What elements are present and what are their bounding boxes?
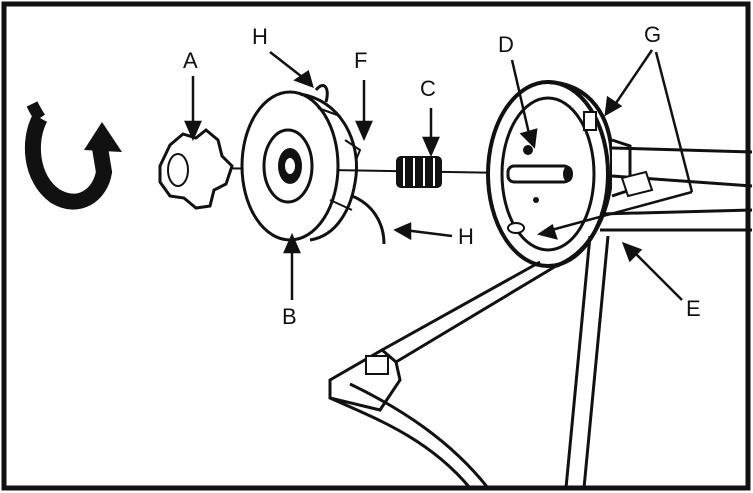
label-arrows (184, 49, 694, 301)
label-b: B (282, 304, 297, 329)
string-line-bottom (351, 194, 386, 245)
label-h-bottom: H (458, 224, 474, 249)
label-e: E (686, 296, 701, 321)
label-g: G (644, 22, 662, 47)
label-c: C (420, 76, 436, 101)
rotation-arrow-icon (24, 101, 122, 210)
label-h-top: H (252, 24, 268, 49)
label-f: F (354, 48, 368, 73)
part-b-spool (240, 90, 362, 242)
part-e-handle (328, 146, 753, 489)
part-housing (486, 80, 632, 268)
label-d: D (498, 32, 514, 57)
part-c-spring (396, 156, 442, 188)
string-line-top (314, 84, 329, 103)
part-a-knob (158, 128, 234, 210)
label-a: A (183, 48, 198, 73)
